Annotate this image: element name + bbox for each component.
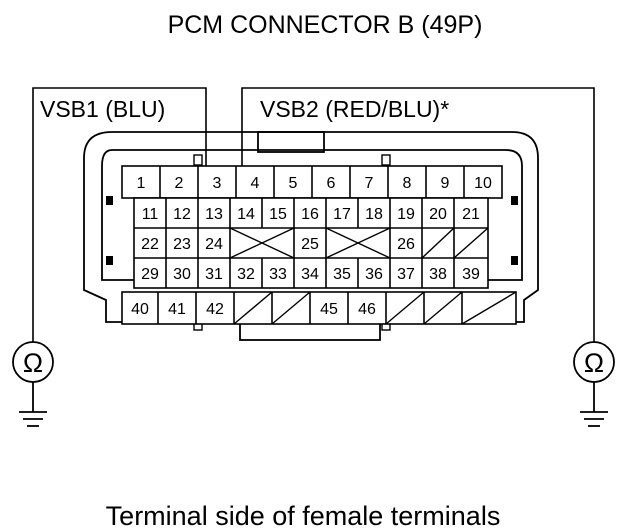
index-notch <box>193 154 203 166</box>
terminal-rows-2-4 <box>133 197 489 289</box>
left-probe-wire <box>32 87 207 342</box>
top-latch <box>257 131 325 153</box>
terminal-38: 38 <box>429 266 447 283</box>
terminal-7: 7 <box>365 175 374 192</box>
terminal-labels: 1 2 3 4 5 6 7 8 9 10 11 12 13 14 15 16 1… <box>131 175 492 318</box>
right-probe-wire <box>241 87 595 342</box>
terminal-4: 4 <box>251 175 260 192</box>
diagram-caption: Terminal side of female terminals <box>106 501 501 531</box>
terminal-8: 8 <box>403 175 412 192</box>
probe-wires <box>32 87 595 342</box>
terminal-37: 37 <box>397 266 415 283</box>
ohm-symbol-right: Ω <box>584 348 604 378</box>
terminal-35: 35 <box>333 266 351 283</box>
terminal-20: 20 <box>429 206 447 223</box>
terminal-18: 18 <box>365 206 383 223</box>
terminal-21: 21 <box>462 206 480 223</box>
terminal-30: 30 <box>173 266 191 283</box>
lock-tabs <box>106 196 518 265</box>
terminal-41: 41 <box>168 301 186 318</box>
terminal-23: 23 <box>173 236 191 253</box>
terminal-9: 9 <box>441 175 450 192</box>
lock-tab <box>511 256 518 265</box>
terminal-29: 29 <box>141 266 159 283</box>
outer-shell <box>83 131 539 323</box>
terminal-5: 5 <box>289 175 298 192</box>
terminal-6: 6 <box>327 175 336 192</box>
terminal-45: 45 <box>320 301 338 318</box>
lock-tab <box>511 196 518 205</box>
empty-cavity-marks <box>229 227 517 325</box>
terminal-24: 24 <box>205 236 223 253</box>
terminal-17: 17 <box>333 206 351 223</box>
terminal-3: 3 <box>213 175 222 192</box>
terminal-row-5 <box>121 291 517 325</box>
terminal-13: 13 <box>205 206 223 223</box>
ohmmeter-icon: Ω <box>573 341 615 383</box>
ohmmeter-icon: Ω <box>12 341 54 383</box>
terminal-26: 26 <box>397 236 415 253</box>
terminal-14: 14 <box>237 206 255 223</box>
terminal-46: 46 <box>358 301 376 318</box>
index-notch <box>381 154 391 166</box>
ground-icon <box>19 382 47 427</box>
terminal-11: 11 <box>142 206 159 223</box>
terminal-12: 12 <box>173 206 191 223</box>
terminal-32: 32 <box>237 266 255 283</box>
diagram-title: PCM CONNECTOR B (49P) <box>168 11 483 39</box>
probe-right-label: VSB2 (RED/BLU)* <box>260 96 449 122</box>
ground-icon <box>580 382 608 427</box>
terminal-10: 10 <box>474 175 492 192</box>
terminal-39: 39 <box>462 266 480 283</box>
lock-tab <box>106 196 113 205</box>
lock-tab <box>106 256 113 265</box>
ohm-symbol-left: Ω <box>23 348 43 378</box>
terminal-19: 19 <box>397 206 415 223</box>
probe-left-label: VSB1 (BLU) <box>40 96 165 122</box>
terminal-36: 36 <box>365 266 383 283</box>
terminal-33: 33 <box>269 266 287 283</box>
terminal-15: 15 <box>269 206 287 223</box>
terminal-25: 25 <box>301 236 319 253</box>
terminal-1: 1 <box>137 175 146 192</box>
terminal-grid <box>121 165 517 325</box>
terminal-2: 2 <box>175 175 184 192</box>
terminal-42: 42 <box>206 301 224 318</box>
terminal-40: 40 <box>131 301 149 318</box>
terminal-22: 22 <box>141 236 159 253</box>
terminal-34: 34 <box>301 266 319 283</box>
terminal-16: 16 <box>301 206 319 223</box>
terminal-31: 31 <box>205 266 223 283</box>
